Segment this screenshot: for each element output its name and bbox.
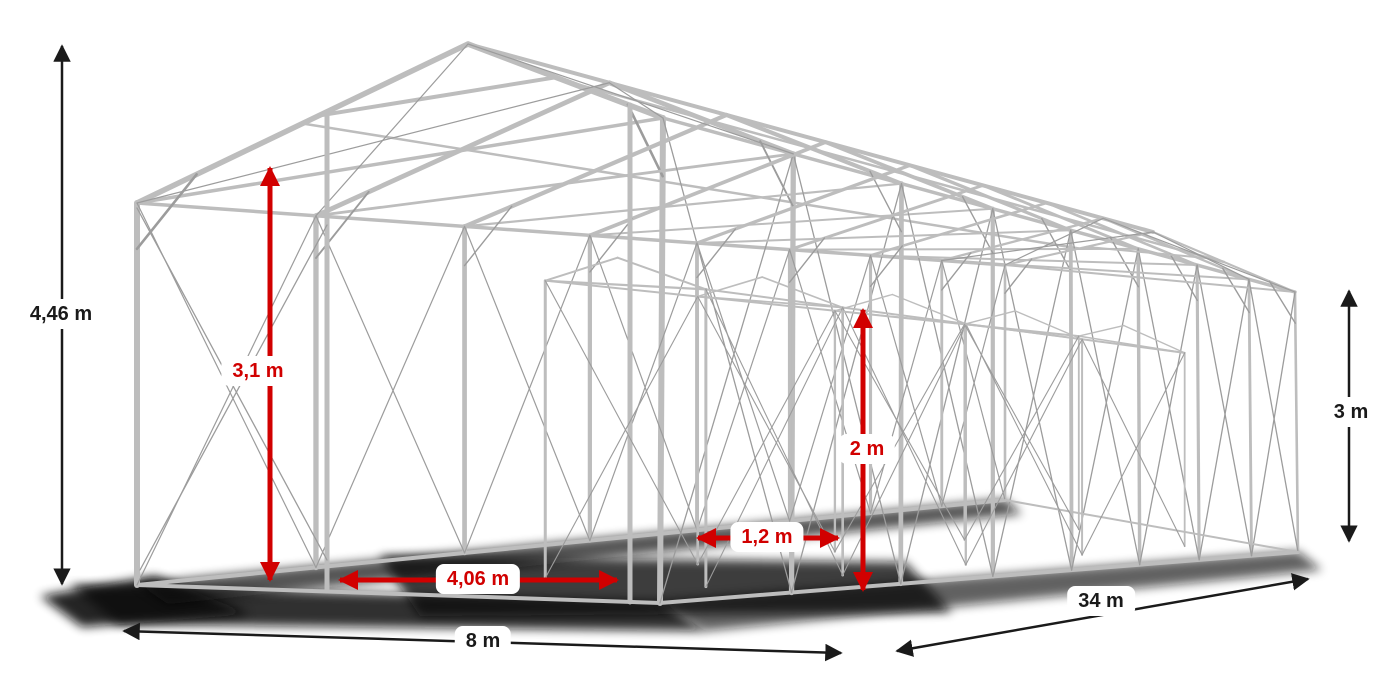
label-door-width: 4,06 m: [435, 564, 521, 594]
frame-structure: [134, 41, 1300, 606]
label-length: 34 m: [1067, 586, 1135, 616]
label-side-height: 3 m: [1322, 397, 1380, 427]
label-door-height: 3,1 m: [221, 356, 295, 386]
label-passage-width: 1,2 m: [730, 522, 804, 552]
label-ridge-height: 4,46 m: [18, 299, 104, 329]
label-front-width: 8 m: [454, 626, 512, 656]
label-inner-height: 2 m: [838, 434, 896, 464]
